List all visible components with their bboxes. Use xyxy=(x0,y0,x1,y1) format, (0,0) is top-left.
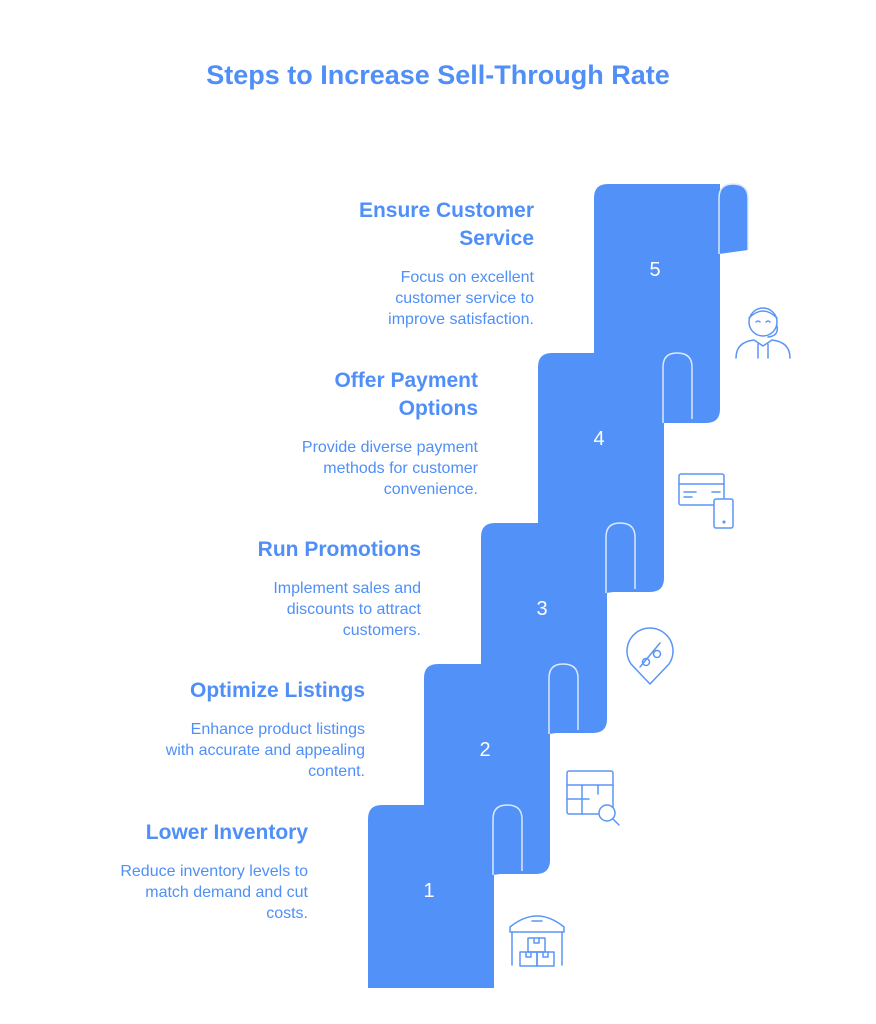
step-description-line: Focus on excellent xyxy=(400,269,534,286)
step-curl xyxy=(605,522,636,593)
step-heading-line: Lower Inventory xyxy=(145,821,308,844)
step-body xyxy=(368,805,494,988)
step-curl xyxy=(718,183,749,254)
step-heading: Run Promotions xyxy=(101,536,421,564)
step-heading-line: Run Promotions xyxy=(257,538,421,561)
step-description-line: Enhance product listings xyxy=(190,721,365,738)
step-curl xyxy=(548,663,579,734)
step-heading-line: Options xyxy=(398,397,478,420)
step-number: 3 xyxy=(536,598,547,620)
step-heading: Optimize Listings xyxy=(45,677,365,705)
step-curl xyxy=(492,804,523,875)
step-description-line: convenience. xyxy=(383,481,478,498)
step-description-line: customers. xyxy=(342,622,421,639)
payment-card-phone-icon xyxy=(678,473,734,529)
step-description-line: Implement sales and xyxy=(273,580,421,597)
step-heading-line: Optimize Listings xyxy=(189,679,365,702)
step-description: Focus on excellent customer service to imp… xyxy=(214,267,534,330)
table-search-icon xyxy=(566,770,620,826)
step-curl xyxy=(662,352,693,423)
step-description-line: match demand and cut xyxy=(145,884,308,901)
step-description-line: costs. xyxy=(266,905,308,922)
page-title: Steps to Increase Sell-Through Rate xyxy=(206,60,670,90)
step-description: Enhance product listings with accurate an… xyxy=(45,719,365,782)
step-description-line: customer service to xyxy=(395,290,534,307)
discount-tag-icon xyxy=(626,627,674,685)
step-description-line: Reduce inventory levels to xyxy=(120,863,308,880)
step-description-line: discounts to attract xyxy=(286,601,421,618)
step-heading-line: Service xyxy=(459,227,534,250)
step-description: Provide diverse payment methods for custo… xyxy=(158,437,478,500)
step-description-line: with accurate and appealing xyxy=(165,742,365,759)
step-number: 5 xyxy=(649,259,660,281)
step-description-line: methods for customer xyxy=(323,460,478,477)
step-number: 1 xyxy=(423,880,434,902)
step-1-ribbon: 1 xyxy=(368,804,523,988)
step-description-line: content. xyxy=(308,763,365,780)
step-number: 2 xyxy=(479,739,490,761)
step-heading: Lower Inventory xyxy=(0,819,308,847)
step-heading-line: Offer Payment xyxy=(334,369,478,392)
step-description-line: improve satisfaction. xyxy=(388,311,534,328)
warehouse-icon xyxy=(509,915,565,967)
step-description: Implement sales and discounts to attract c… xyxy=(101,578,421,641)
step-description: Reduce inventory levels to match demand a… xyxy=(0,861,308,924)
customer-service-agent-icon xyxy=(735,307,791,359)
step-number: 4 xyxy=(593,428,604,450)
step-description-line: Provide diverse payment xyxy=(301,439,478,456)
step-heading-line: Ensure Customer xyxy=(358,199,534,222)
